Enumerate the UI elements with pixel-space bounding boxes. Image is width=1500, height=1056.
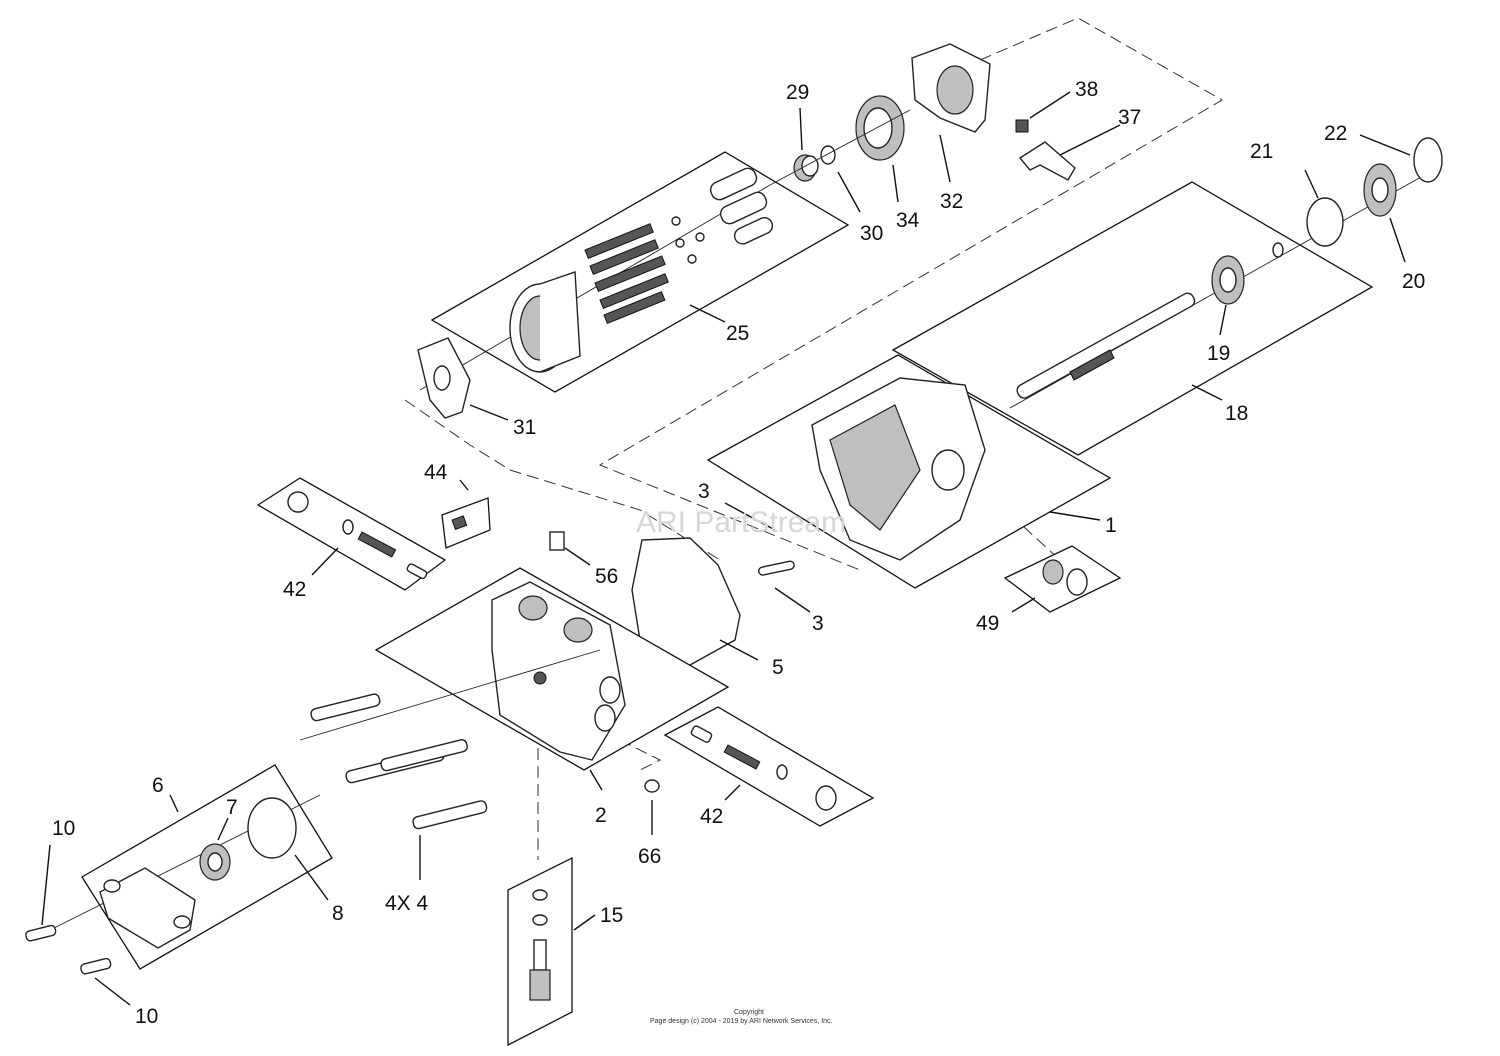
callout-38[interactable]: 38 <box>1075 78 1098 101</box>
washer-21 <box>1306 197 1344 247</box>
callout-1[interactable]: 1 <box>1105 514 1117 537</box>
leader-lines <box>41 91 1411 1006</box>
o-ring-8 <box>247 797 297 859</box>
callout-15[interactable]: 15 <box>600 904 623 927</box>
part-group-44[interactable] <box>441 497 491 549</box>
snap-ring-22 <box>1413 137 1443 183</box>
pistons-25 <box>584 167 774 324</box>
part-group-25[interactable] <box>419 151 850 393</box>
seal-34 <box>855 95 905 161</box>
callout-32[interactable]: 32 <box>940 190 963 213</box>
callout-3-upper[interactable]: 3 <box>698 480 710 503</box>
callout-37[interactable]: 37 <box>1118 106 1141 129</box>
watermark: ARI PartStream <box>636 506 846 539</box>
valve-plug-56 <box>549 531 565 551</box>
center-section-2 <box>491 581 626 761</box>
callout-44[interactable]: 44 <box>424 461 448 484</box>
thrust-plate-31 <box>417 337 471 419</box>
callout-6[interactable]: 6 <box>152 774 164 797</box>
washer-30 <box>820 145 836 165</box>
part-group-42-lower[interactable] <box>663 706 875 827</box>
cover-6 <box>99 867 196 949</box>
part-group-49[interactable] <box>1003 545 1122 613</box>
cylinder-block-25 <box>509 271 581 373</box>
housing-1 <box>811 377 986 561</box>
part-group-18[interactable] <box>891 171 1431 456</box>
callout-5[interactable]: 5 <box>772 656 784 679</box>
callout-49[interactable]: 49 <box>976 612 999 635</box>
callout-10-upper[interactable]: 10 <box>52 817 75 840</box>
trunnion-arm-37 <box>1018 141 1076 181</box>
bearing-19 <box>1211 255 1245 305</box>
callout-21[interactable]: 21 <box>1250 140 1273 163</box>
callout-20[interactable]: 20 <box>1402 270 1425 293</box>
gerotor-7 <box>199 843 231 881</box>
callout-4[interactable]: 4X 4 <box>385 892 429 915</box>
housing-cover-32 <box>911 43 991 133</box>
spring-29 <box>793 154 819 182</box>
callout-labels: 1 2 3 3 4X 4 5 6 7 8 10 10 15 18 19 20 2… <box>52 78 1425 1028</box>
screw-66 <box>644 779 660 793</box>
callout-29[interactable]: 29 <box>786 81 809 104</box>
part-group-15[interactable] <box>507 856 573 1047</box>
part-group-6[interactable] <box>39 764 333 970</box>
dowel-pin-3 <box>758 560 795 576</box>
callout-8[interactable]: 8 <box>332 902 344 925</box>
callout-42-upper[interactable]: 42 <box>283 578 306 601</box>
retaining-ring-18 <box>1272 242 1284 258</box>
callout-34[interactable]: 34 <box>896 209 920 232</box>
callout-56[interactable]: 56 <box>595 565 618 588</box>
gasket-5 <box>631 537 741 666</box>
callout-25[interactable]: 25 <box>726 322 749 345</box>
callout-7[interactable]: 7 <box>226 796 238 819</box>
callout-3-lower[interactable]: 3 <box>812 612 824 635</box>
callout-42-lower[interactable]: 42 <box>700 805 723 828</box>
callout-66[interactable]: 66 <box>638 845 661 868</box>
part-group-2[interactable] <box>374 531 730 771</box>
callout-19[interactable]: 19 <box>1207 342 1230 365</box>
input-shaft-18 <box>1016 292 1196 399</box>
bearing-20 <box>1363 163 1397 217</box>
bolts-4 <box>310 693 488 830</box>
part-group-1[interactable] <box>706 354 1112 589</box>
callout-18[interactable]: 18 <box>1225 402 1248 425</box>
callout-2[interactable]: 2 <box>595 804 607 827</box>
callout-31[interactable]: 31 <box>513 416 536 439</box>
callout-22[interactable]: 22 <box>1324 122 1347 145</box>
bolts-10 <box>25 924 112 975</box>
copyright-line-1: Copyright <box>734 1009 764 1016</box>
copyright-line-2: Page design (c) 2004 - 2019 by ARI Netwo… <box>650 1018 833 1025</box>
callout-10-lower[interactable]: 10 <box>135 1005 158 1028</box>
callout-30[interactable]: 30 <box>860 222 883 245</box>
part-group-42-upper[interactable] <box>256 477 447 591</box>
key-38 <box>1015 119 1029 133</box>
